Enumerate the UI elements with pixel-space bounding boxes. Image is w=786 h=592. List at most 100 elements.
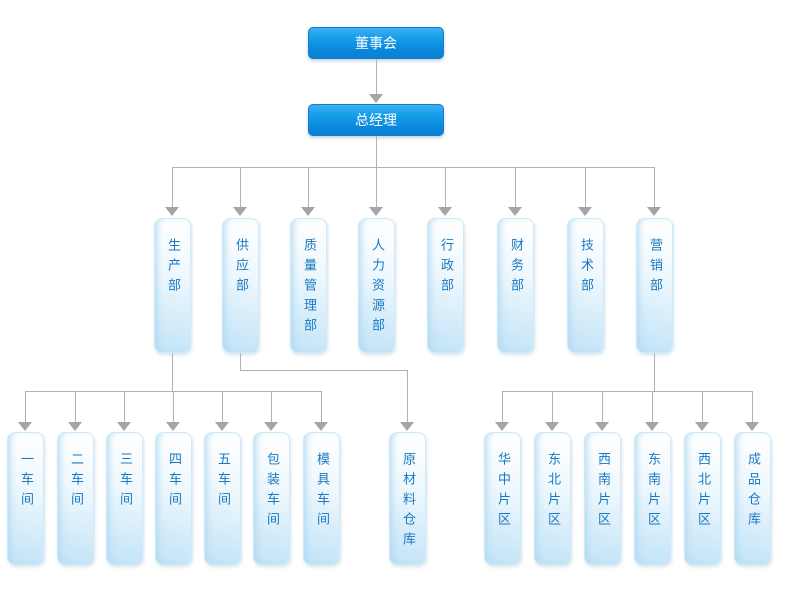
connector-drop-marketing — [654, 167, 655, 207]
unit-region-southwest-label: 西南片区 — [595, 452, 610, 532]
unit-region-central-china-label: 华中片区 — [495, 452, 510, 532]
connector-arrowhead — [301, 207, 315, 216]
connector-arrowhead — [745, 422, 759, 431]
dept-node-finance: 财务部 — [497, 218, 534, 353]
unit-workshop-3: 三车间 — [106, 432, 143, 565]
dept-node-tech: 技术部 — [567, 218, 604, 353]
connector-drop-supply — [240, 167, 241, 207]
unit-packaging-workshop-label: 包装车间 — [264, 452, 279, 532]
connector-arrowhead — [695, 422, 709, 431]
dept-node-marketing: 营销部 — [636, 218, 673, 353]
node-board: 董事会 — [308, 27, 444, 59]
connector-arrowhead — [508, 207, 522, 216]
connector-drop-raw-material — [407, 370, 408, 422]
unit-region-central-china: 华中片区 — [484, 432, 521, 565]
connector-drop-southwest — [602, 391, 603, 422]
node-general-manager: 总经理 — [308, 104, 444, 136]
unit-workshop-5-label: 五车间 — [215, 452, 230, 512]
dept-node-supply: 供应部 — [222, 218, 259, 353]
connector-board-gm-line — [376, 59, 377, 95]
dept-node-hr: 人力资源部 — [358, 218, 395, 353]
unit-raw-material-warehouse: 原材料仓库 — [389, 432, 426, 565]
unit-workshop-1-label: 一车间 — [18, 452, 33, 512]
connector-arrowhead — [369, 207, 383, 216]
dept-node-marketing-label: 营销部 — [647, 238, 662, 298]
connector-arrowhead — [314, 422, 328, 431]
unit-region-southeast: 东南片区 — [634, 432, 671, 565]
dept-node-tech-label: 技术部 — [578, 238, 593, 298]
unit-mold-workshop: 模具车间 — [303, 432, 340, 565]
unit-workshop-4: 四车间 — [155, 432, 192, 565]
unit-region-northeast-label: 东北片区 — [545, 452, 560, 532]
unit-workshop-1: 一车间 — [7, 432, 44, 565]
unit-region-northwest: 西北片区 — [684, 432, 721, 565]
connector-supply-elbow — [240, 370, 408, 371]
connector-arrowhead — [495, 422, 509, 431]
node-board-label: 董事会 — [355, 36, 397, 52]
connector-drop-hr — [376, 167, 377, 207]
unit-workshop-2-label: 二车间 — [68, 452, 83, 512]
unit-workshop-5: 五车间 — [204, 432, 241, 565]
connector-arrowhead — [215, 422, 229, 431]
unit-finished-goods-warehouse-label: 成品仓库 — [745, 452, 760, 532]
connector-arrowhead — [166, 422, 180, 431]
dept-node-hr-label: 人力资源部 — [369, 238, 384, 338]
connector-drop-northwest — [702, 391, 703, 422]
unit-workshop-4-label: 四车间 — [166, 452, 181, 512]
connector-arrowhead — [578, 207, 592, 216]
connector-arrowhead — [645, 422, 659, 431]
connector-arrowhead — [233, 207, 247, 216]
connector-drop-production — [172, 167, 173, 207]
unit-finished-goods-warehouse: 成品仓库 — [734, 432, 771, 565]
dept-node-quality: 质量管理部 — [290, 218, 327, 353]
connector-marketing-rail — [502, 391, 753, 392]
connector-drop-southeast — [652, 391, 653, 422]
connector-drop-workshop-1 — [25, 391, 26, 422]
connector-drop-workshop-3 — [124, 391, 125, 422]
dept-node-production: 生产部 — [154, 218, 191, 353]
connector-arrowhead — [595, 422, 609, 431]
connector-arrowhead — [264, 422, 278, 431]
connector-drop-finished-goods — [752, 391, 753, 422]
unit-raw-material-warehouse-label: 原材料仓库 — [400, 452, 415, 552]
connector-arrowhead — [438, 207, 452, 216]
unit-region-northeast: 东北片区 — [534, 432, 571, 565]
connector-arrowhead — [68, 422, 82, 431]
connector-marketing-stem — [654, 353, 655, 391]
connector-arrowhead — [117, 422, 131, 431]
dept-node-finance-label: 财务部 — [508, 238, 523, 298]
connector-drop-admin — [445, 167, 446, 207]
connector-arrowhead — [369, 94, 383, 103]
connector-drop-workshop-5 — [222, 391, 223, 422]
unit-region-southeast-label: 东南片区 — [645, 452, 660, 532]
connector-drop-mold — [321, 391, 322, 422]
connector-arrowhead — [400, 422, 414, 431]
connector-arrowhead — [18, 422, 32, 431]
connector-drop-quality — [308, 167, 309, 207]
dept-node-supply-label: 供应部 — [233, 238, 248, 298]
node-general-manager-label: 总经理 — [355, 113, 397, 129]
connector-production-stem — [172, 353, 173, 391]
unit-region-southwest: 西南片区 — [584, 432, 621, 565]
connector-departments-rail — [172, 167, 655, 168]
dept-node-quality-label: 质量管理部 — [301, 238, 316, 338]
connector-arrowhead — [165, 207, 179, 216]
unit-packaging-workshop: 包装车间 — [253, 432, 290, 565]
connector-supply-stem — [240, 353, 241, 370]
connector-drop-workshop-2 — [75, 391, 76, 422]
connector-drop-central-china — [502, 391, 503, 422]
connector-drop-northeast — [552, 391, 553, 422]
connector-drop-packaging — [271, 391, 272, 422]
dept-node-admin-label: 行政部 — [438, 238, 453, 298]
connector-drop-finance — [515, 167, 516, 207]
unit-mold-workshop-label: 模具车间 — [314, 452, 329, 532]
dept-node-admin: 行政部 — [427, 218, 464, 353]
connector-drop-tech — [585, 167, 586, 207]
connector-arrowhead — [545, 422, 559, 431]
dept-node-production-label: 生产部 — [165, 238, 180, 298]
unit-workshop-3-label: 三车间 — [117, 452, 132, 512]
connector-arrowhead — [647, 207, 661, 216]
unit-workshop-2: 二车间 — [57, 432, 94, 565]
connector-drop-workshop-4 — [173, 391, 174, 422]
